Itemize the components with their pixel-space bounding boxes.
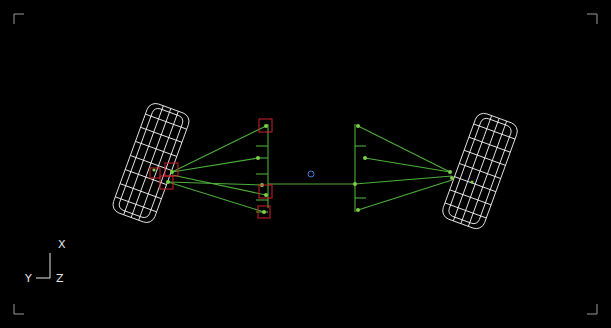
axis-label: X: [58, 238, 66, 251]
corner-brackets: [14, 14, 597, 314]
left-suspension-links: [168, 124, 268, 212]
axis-triad: [36, 253, 50, 278]
tire-wireframe: [440, 111, 520, 231]
axis-label: Z: [56, 272, 64, 285]
selection-markers: [150, 119, 272, 218]
right-suspension-links: [355, 124, 452, 212]
reference-marker: [308, 171, 314, 177]
axis-label: Y: [25, 272, 32, 285]
joint-points: [152, 124, 473, 214]
tie-rod: [268, 183, 355, 184]
tire-wireframe: [110, 101, 191, 225]
